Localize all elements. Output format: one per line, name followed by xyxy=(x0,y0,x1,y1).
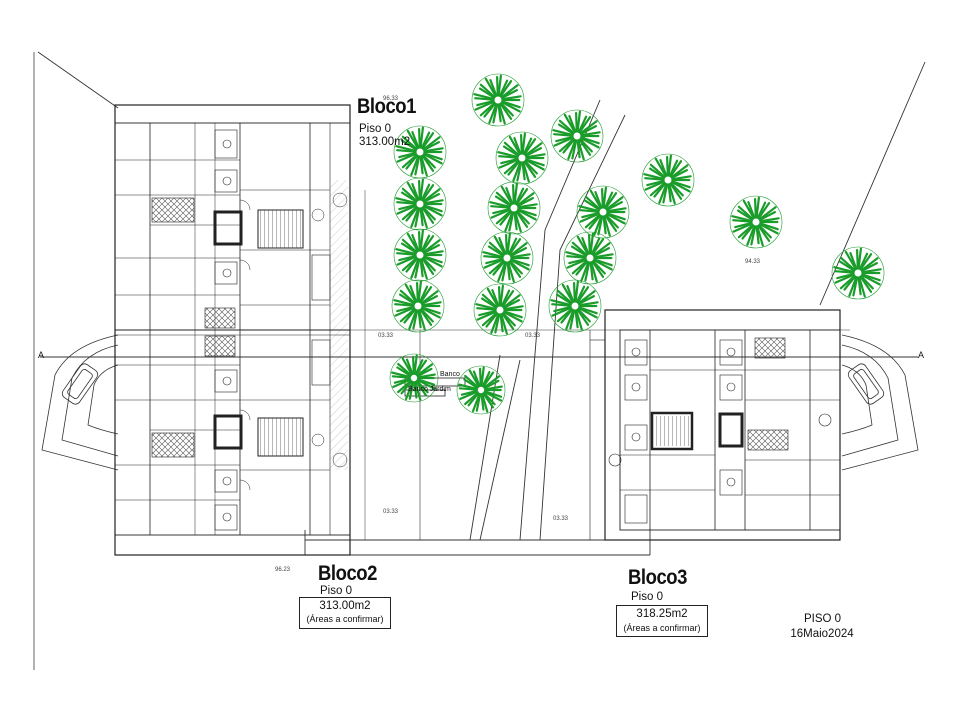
block2-area: 313.00m2 xyxy=(319,600,371,612)
building-left xyxy=(114,104,351,556)
tree-icon xyxy=(393,125,447,179)
tree-group xyxy=(389,73,885,415)
block3-floor: Piso 0 xyxy=(631,591,663,603)
tree-icon xyxy=(548,279,602,333)
level-mark: 03.33 xyxy=(525,333,541,339)
block2-note: (Áreas a confirmar) xyxy=(306,614,384,624)
block3-area: 318.25m2 xyxy=(636,608,688,620)
tree-icon xyxy=(391,279,445,333)
tree-icon xyxy=(487,181,541,235)
site-boundary-lines xyxy=(37,51,926,556)
block3-note: (Áreas a confirmar) xyxy=(623,623,701,633)
bench-label: Banco xyxy=(440,371,460,378)
level-mark: 94.33 xyxy=(745,259,761,265)
section-mark-left: A xyxy=(38,350,45,360)
block1-floor: Piso 0 xyxy=(359,123,391,135)
tree-icon xyxy=(495,131,549,185)
level-mark: 96.23 xyxy=(275,567,291,573)
block3-title: Bloco3 xyxy=(628,566,687,589)
tree-icon xyxy=(393,177,447,231)
sheet-title: PISO 0 xyxy=(803,613,842,625)
block2-floor: Piso 0 xyxy=(320,585,352,597)
tree-icon xyxy=(471,73,525,127)
block1-area: 313.00m2 xyxy=(359,136,411,148)
bench-note: Banco Jardim xyxy=(408,386,451,393)
block3-area-box: 318.25m2 (Áreas a confirmar) xyxy=(616,605,708,637)
block1-title: Bloco1 xyxy=(357,95,416,118)
tree-icon xyxy=(389,353,439,403)
sheet-date: 16Maio2024 xyxy=(790,628,854,640)
level-mark: 03.33 xyxy=(553,516,569,522)
section-mark-right: A xyxy=(918,350,925,360)
block2-area-box: 313.00m2 (Áreas a confirmar) xyxy=(299,597,391,629)
tree-icon xyxy=(456,365,506,415)
tree-icon xyxy=(393,228,447,282)
tree-icon xyxy=(641,153,695,207)
level-mark: 96.33 xyxy=(383,96,399,102)
tree-icon xyxy=(576,185,630,239)
level-mark: 03.33 xyxy=(383,509,399,515)
block2-title: Bloco2 xyxy=(318,562,377,585)
building-right xyxy=(589,309,841,541)
tree-icon xyxy=(563,231,617,285)
tree-icon xyxy=(729,195,783,249)
tree-icon xyxy=(550,109,604,163)
tree-icon xyxy=(480,231,534,285)
level-mark: 03.33 xyxy=(378,333,394,339)
parking-wing-right xyxy=(841,334,919,471)
tree-icon xyxy=(831,246,885,300)
parking-wing-left xyxy=(41,334,119,471)
tree-icon xyxy=(473,283,527,337)
